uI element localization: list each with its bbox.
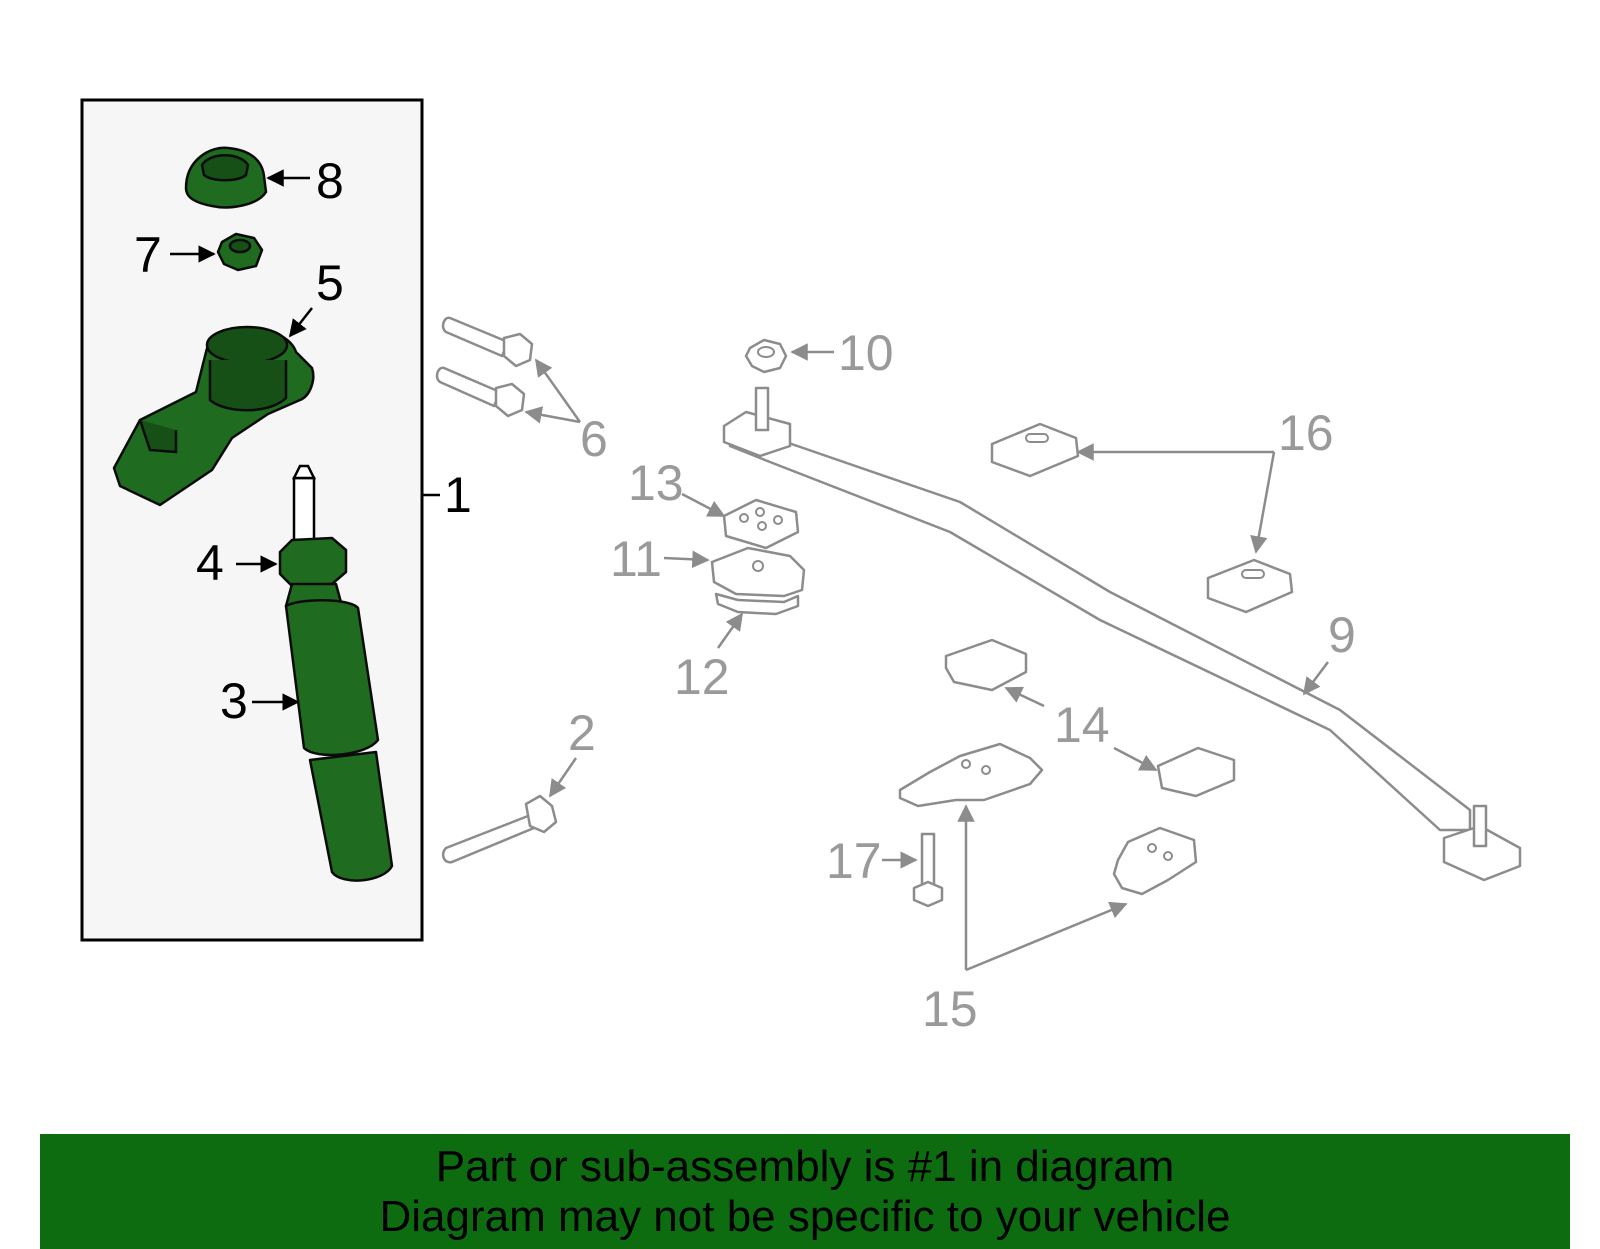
banner-line-2: Diagram may not be specific to your vehi… <box>379 1191 1231 1241</box>
callout-1: 1 <box>444 467 472 523</box>
part-17-bolt[interactable] <box>912 832 944 908</box>
callout-7: 7 <box>134 227 162 283</box>
part-13-pad[interactable] <box>722 498 800 550</box>
callout-15: 15 <box>922 981 978 1037</box>
part-14-brackets[interactable] <box>944 638 1236 798</box>
part-10-nut[interactable] <box>744 338 788 374</box>
banner-line-1: Part or sub-assembly is #1 in diagram <box>435 1141 1175 1191</box>
callout-16: 16 <box>1278 405 1334 461</box>
part-9-leaf-spring[interactable] <box>722 386 1522 882</box>
part-15-spring-seats[interactable] <box>898 742 1198 896</box>
callout-6: 6 <box>580 411 608 467</box>
part-12-plate[interactable] <box>714 592 800 616</box>
callout-3: 3 <box>220 673 248 729</box>
callout-2: 2 <box>568 705 596 761</box>
callout-14: 14 <box>1054 697 1110 753</box>
info-banner: Part or sub-assembly is #1 in diagram Di… <box>40 1134 1570 1249</box>
callout-17: 17 <box>826 833 882 889</box>
callout-12: 12 <box>674 649 730 705</box>
callout-9: 9 <box>1328 607 1356 663</box>
part-8-insulator[interactable] <box>184 146 268 209</box>
callout-4: 4 <box>196 535 224 591</box>
callout-10: 10 <box>838 325 894 381</box>
callout-11: 11 <box>610 531 662 587</box>
callout-8: 8 <box>316 153 344 209</box>
callout-13: 13 <box>628 455 684 511</box>
part-7-nut[interactable] <box>216 232 264 272</box>
part-2-bolt[interactable] <box>441 794 558 864</box>
part-16-bump-stops[interactable] <box>990 422 1294 614</box>
part-6-bolts[interactable] <box>435 316 534 418</box>
callout-5: 5 <box>316 255 344 311</box>
part-3-shock-body[interactable] <box>284 582 394 882</box>
part-11-spacer[interactable] <box>710 546 806 598</box>
part-4-rod-nut[interactable] <box>278 464 348 588</box>
part-5-mount[interactable] <box>112 325 315 507</box>
